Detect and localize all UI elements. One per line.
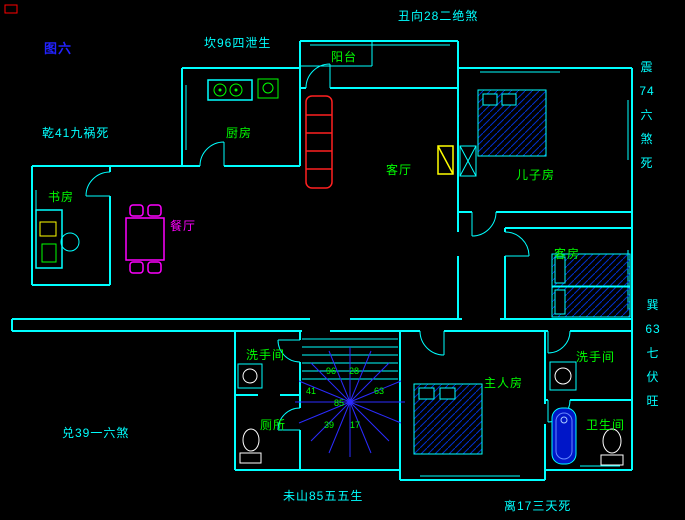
label-chou-direction: 丑向28二绝煞 [398,9,479,23]
computer [39,221,57,237]
label-dui: 兑39一六煞 [62,426,130,440]
label-son-room: 儿子房 [516,168,556,182]
walls-lower [11,318,632,481]
sofa [305,95,333,189]
guest-bed-1 [551,253,631,287]
label-balcony: 阳台 [331,50,358,64]
bathtub [551,407,577,465]
label-guest-room: 客房 [554,247,581,261]
compass-rays [295,347,405,457]
toilet-left [239,428,262,464]
compass-number-41: 41 [306,386,317,396]
label-master-room: 主人房 [484,376,524,390]
son-bed [477,89,547,157]
figure-title: 图六 [44,41,73,56]
door-arcs [85,63,571,431]
label-washroom-left: 洗手间 [246,348,286,362]
study-cabinet [41,243,57,263]
wardrobe [459,145,477,177]
tv-cabinet [437,145,454,175]
balcony-partition [300,41,373,67]
compass-number-39: 39 [324,420,335,430]
compass-number-17: 17 [350,420,361,430]
compass-number-28: 28 [349,366,360,376]
label-li: 离17三天死 [504,499,572,513]
guest-bed-2 [551,286,631,318]
label-bathroom-right: 卫生间 [586,418,626,432]
sink-left [237,363,263,389]
compass-number-85: 85 [334,398,345,408]
label-kitchen: 厨房 [226,126,253,140]
dining-table-set [125,204,165,274]
walls-upper [31,40,633,470]
study-chair [60,232,80,252]
sink-right [549,361,577,391]
compass-number-96: 96 [326,366,337,376]
label-toilet-left: 厕所 [260,418,287,432]
label-xun: 巽 63 七 伏 旺 [645,298,661,408]
kitchen-stove [207,79,253,101]
corner-marker [4,4,18,14]
label-washroom-right: 洗手间 [576,350,616,364]
label-qian: 乾41九祸死 [42,126,110,140]
label-zhen: 震 74 六 煞 死 [639,60,655,170]
label-living-room: 客厅 [386,163,413,177]
label-study: 书房 [48,190,75,204]
label-dining-room: 餐厅 [170,219,197,233]
master-bed [413,383,483,455]
compass-number-63: 63 [374,386,385,396]
label-kan: 坎96四泄生 [204,36,272,50]
kitchen-sink [257,78,279,99]
study-desk [35,209,63,269]
label-weishan: 未山85五五生 [283,489,364,503]
toilet-right [600,428,624,466]
